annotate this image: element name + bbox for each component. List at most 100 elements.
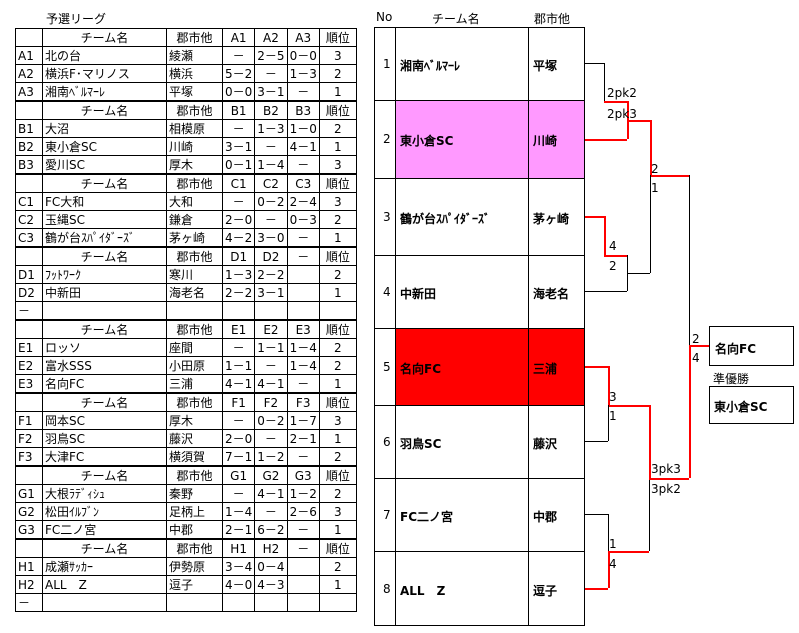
team-city: 秦野 [166, 484, 223, 503]
rank: 1 [318, 228, 357, 248]
bracket-line [650, 175, 689, 177]
rank: 2 [318, 356, 357, 375]
result-1: 3－4 [221, 557, 256, 576]
result-3: 2－6 [286, 502, 320, 521]
group-header-cell: 郡市他 [166, 100, 223, 120]
team-id: H2 [15, 575, 43, 594]
bracket-line [608, 514, 609, 551]
prelim-title: 予選リーグ [46, 12, 107, 26]
bracket-grid-divider [528, 27, 529, 626]
team-id: F2 [15, 429, 43, 448]
group-header-blank [15, 28, 43, 47]
group-header-cell: 順位 [318, 465, 357, 485]
result-2: 6－2 [254, 520, 288, 540]
team-name [42, 593, 167, 612]
bracket-line [604, 216, 606, 255]
team-city [166, 301, 223, 321]
team-name: 鶴が台ｽﾊﾟｲﾀﾞｰｽﾞ [42, 228, 167, 248]
rank: 3 [318, 502, 357, 521]
group-header-cell: B1 [221, 100, 256, 120]
result-1: 2－0 [221, 429, 256, 448]
group-header-cell: チーム名 [42, 173, 167, 193]
team-id: F1 [15, 411, 43, 430]
team-id: C1 [15, 192, 43, 211]
group-header-blank [15, 246, 43, 266]
entry-highlight [396, 329, 584, 405]
result-3: 0－3 [286, 210, 320, 229]
group-header-cell: 郡市他 [166, 465, 223, 485]
team-id: A1 [15, 46, 43, 65]
team-city: 横浜 [166, 64, 223, 83]
team-id: G2 [15, 502, 43, 521]
bracket-grid-divider [395, 27, 396, 626]
rank: 3 [318, 411, 357, 430]
group-header-cell: B2 [254, 100, 288, 120]
rank [318, 593, 357, 612]
entry-team: FC二ノ宮 [400, 509, 454, 524]
bracket-line [649, 478, 650, 551]
score-label: 2 [692, 332, 700, 346]
team-id: H1 [15, 557, 43, 576]
result-1: － [221, 119, 256, 138]
team-city: 綾瀬 [166, 46, 223, 65]
entry-city: 中郡 [533, 509, 558, 524]
bracket-line [585, 588, 608, 590]
result-1: 0－1 [221, 155, 256, 175]
team-id: G1 [15, 484, 43, 503]
group-header-cell: A3 [286, 28, 320, 47]
bracket-grid-divider [528, 328, 529, 405]
score-label: 1 [609, 537, 617, 551]
score-label: 2pk3 [607, 107, 637, 121]
result-2: 3－1 [254, 283, 288, 302]
group-header-cell: G1 [221, 465, 256, 485]
score-label: 3pk3 [651, 462, 681, 476]
result-3: － [286, 82, 320, 102]
result-3 [286, 593, 320, 612]
result-1: 4－0 [221, 575, 256, 594]
team-id: F3 [15, 447, 43, 467]
bracket-line [649, 405, 651, 478]
entry-city: 川崎 [533, 134, 558, 148]
result-2: 2－5 [254, 46, 288, 65]
result-3: － [286, 228, 320, 248]
result-3: － [286, 447, 320, 467]
result-1: 4－2 [221, 228, 256, 248]
team-city: 大和 [166, 192, 223, 211]
bracket-grid-divider [374, 328, 585, 329]
team-name: 大津FC [42, 447, 167, 467]
team-name: 大沼 [42, 119, 167, 138]
bracket-grid-divider [374, 255, 585, 256]
result-1: － [221, 338, 256, 357]
entry-team: ALL Z [400, 583, 446, 598]
team-city: 中郡 [166, 520, 223, 540]
team-name: 玉縄SC [42, 210, 167, 229]
result-2 [254, 301, 288, 321]
result-2: － [254, 356, 288, 375]
result-2: 2－2 [254, 265, 288, 284]
result-1 [221, 301, 256, 321]
result-3: 1－4 [286, 338, 320, 357]
result-2: 3－0 [254, 228, 288, 248]
result-3 [286, 557, 320, 576]
group-header-cell: チーム名 [42, 392, 167, 412]
rank: 2 [318, 557, 357, 576]
entry-city: 茅ヶ崎 [533, 211, 570, 226]
result-1: 4－1 [221, 374, 256, 394]
team-name: ロッソ [42, 338, 167, 357]
group-header-cell: 郡市他 [166, 173, 223, 193]
group-header-cell: F1 [221, 392, 256, 412]
result-1: － [221, 484, 256, 503]
